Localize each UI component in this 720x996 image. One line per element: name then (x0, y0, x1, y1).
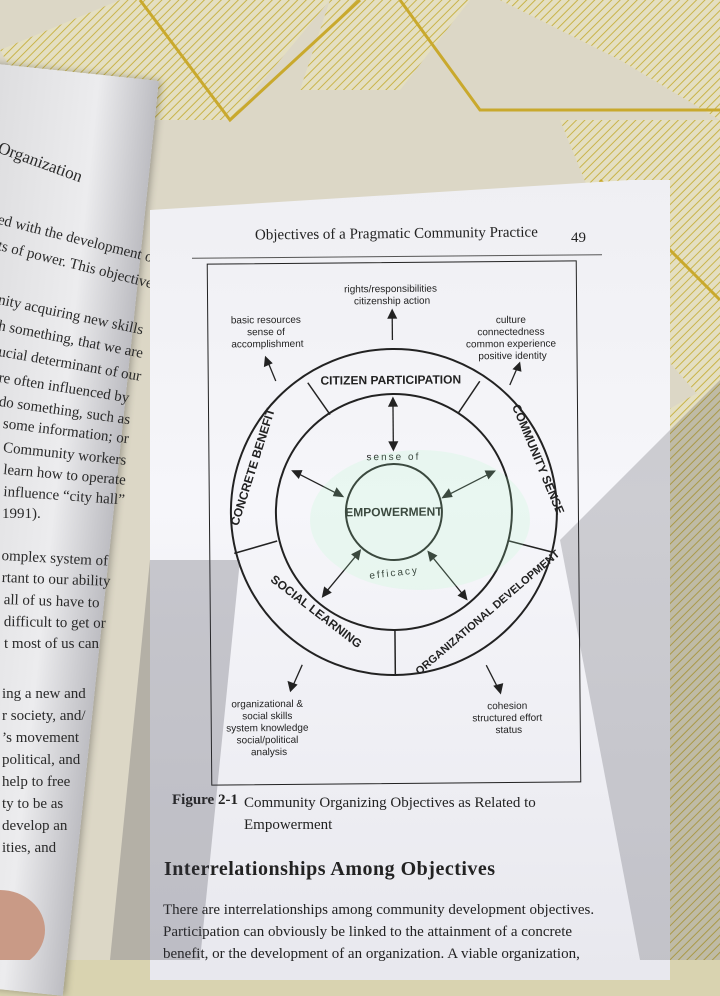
outcome-top-right: culture connectedness common experience … (466, 315, 559, 363)
segment-organizational-development: ORGANIZATIONAL DEVELOPMENT (413, 548, 562, 678)
segment-community-sense: COMMUNITY SENSE (509, 402, 567, 516)
outcome-top: rights/responsibilities citizenship acti… (344, 284, 440, 308)
body-line: There are interrelationships among commu… (163, 902, 594, 919)
figure-label: Figure 2-1 (172, 792, 238, 809)
inner-top-label: sense of (366, 452, 420, 463)
divider (509, 541, 554, 553)
running-header: Objectives of a Pragmatic Community Prac… (255, 225, 538, 245)
empowerment-diagram: EMPOWERMENT sense of efficacy CITIZEN PA… (209, 262, 579, 782)
segment-citizen-participation: CITIZEN PARTICIPATION (320, 372, 461, 387)
inner-bottom-label: efficacy (369, 565, 420, 582)
outcome-top-left: basic resources sense of accomplishment (231, 315, 304, 351)
section-title: Interrelationships Among Objectives (164, 858, 496, 881)
center-label: EMPOWERMENT (345, 505, 443, 520)
body-line: Participation can obviously be linked to… (163, 924, 572, 941)
divider (234, 541, 277, 553)
segment-org-dev-text: ORGANIZATIONAL DEVELOPMENT (413, 548, 562, 678)
body-line: benefit, or the development of an organi… (163, 946, 580, 963)
segment-social-learning: SOCIAL LEARNING (268, 572, 365, 651)
outcome-bottom-right: cohesion structured effort status (472, 701, 545, 737)
outcome-bottom-left: organizational & social skills system kn… (226, 699, 312, 759)
segment-concrete-benefit: CONCRETE BENEFIT (228, 406, 278, 527)
figure-caption: Community Organizing Objectives as Relat… (244, 792, 574, 836)
page-number: 49 (571, 230, 586, 247)
